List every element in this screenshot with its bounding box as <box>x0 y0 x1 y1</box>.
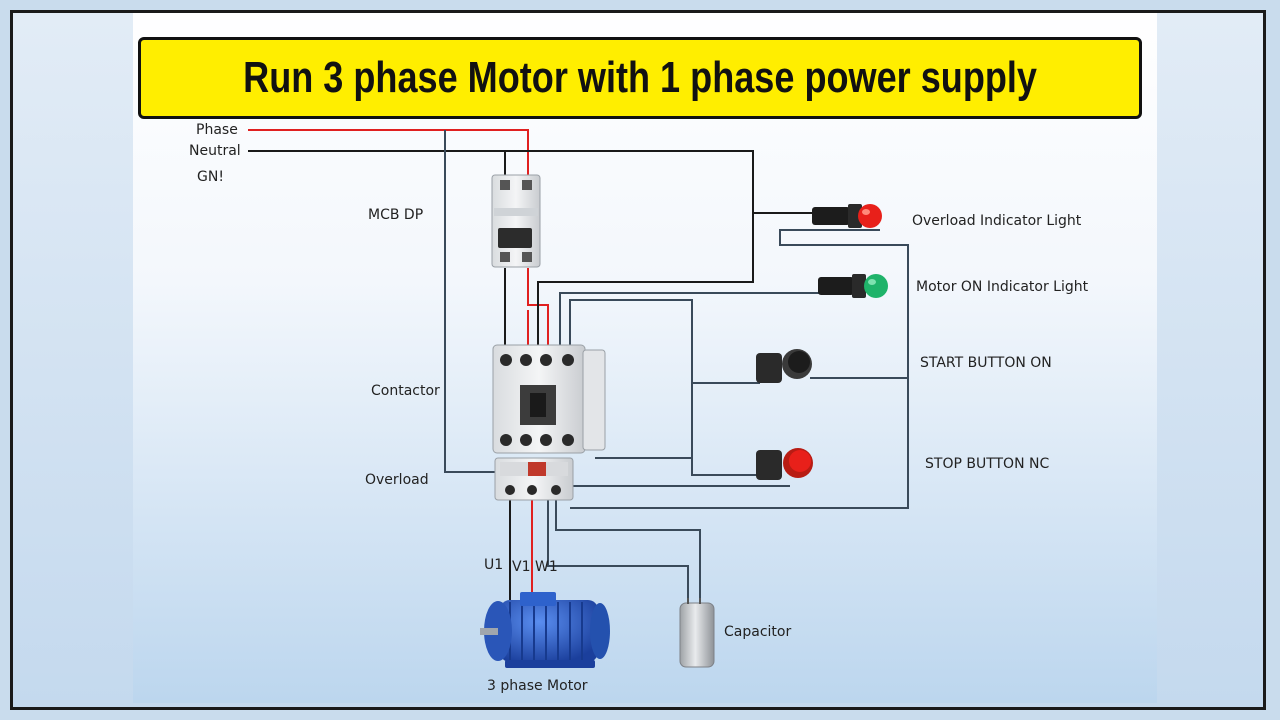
wires <box>248 129 909 600</box>
phase-wire-supply <box>248 129 529 190</box>
overload-indicator-light <box>812 204 882 228</box>
label-contactor: Contactor <box>371 383 440 399</box>
label-ground: GN! <box>197 169 224 185</box>
label-terminal-v1: V1 <box>512 559 531 575</box>
contactor <box>492 344 606 454</box>
label-mcb: MCB DP <box>368 207 424 223</box>
label-start-button: START BUTTON ON <box>920 355 1052 371</box>
label-capacitor: Capacitor <box>724 624 792 640</box>
capacitor <box>679 598 715 668</box>
neutral-wire-supply <box>248 150 815 214</box>
overload-relay <box>494 457 574 501</box>
page-title: Run 3 phase Motor with 1 phase power sup… <box>243 53 1037 102</box>
label-phase: Phase <box>196 122 238 138</box>
title-banner: Run 3 phase Motor with 1 phase power sup… <box>138 37 1142 119</box>
label-motor: 3 phase Motor <box>487 678 588 694</box>
mcb-breaker <box>491 174 541 268</box>
w1-wire <box>555 500 701 600</box>
aux-wire-2 <box>569 299 760 384</box>
neutral-motor-light <box>537 213 754 350</box>
label-overload: Overload <box>365 472 429 488</box>
start-stop-link <box>691 383 760 476</box>
diagram-frame <box>10 10 1266 710</box>
label-overload-light: Overload Indicator Light <box>912 213 1082 229</box>
label-neutral: Neutral <box>189 143 241 159</box>
label-terminal-w1: W1 <box>535 559 558 575</box>
label-stop-button: STOP BUTTON NC <box>925 456 1050 472</box>
label-terminal-u1: U1 <box>484 557 504 573</box>
three-phase-motor <box>480 592 610 668</box>
diagram-canvas <box>133 13 1157 703</box>
aux-wire-1 <box>559 292 820 350</box>
start-button <box>756 349 812 383</box>
motor-on-indicator-light <box>818 274 888 298</box>
label-motor-on-light: Motor ON Indicator Light <box>916 279 1089 295</box>
ground-return-wire <box>444 130 498 473</box>
stop-button <box>756 448 813 480</box>
overload-light-return <box>570 229 909 509</box>
capacitor-wire <box>547 500 689 600</box>
